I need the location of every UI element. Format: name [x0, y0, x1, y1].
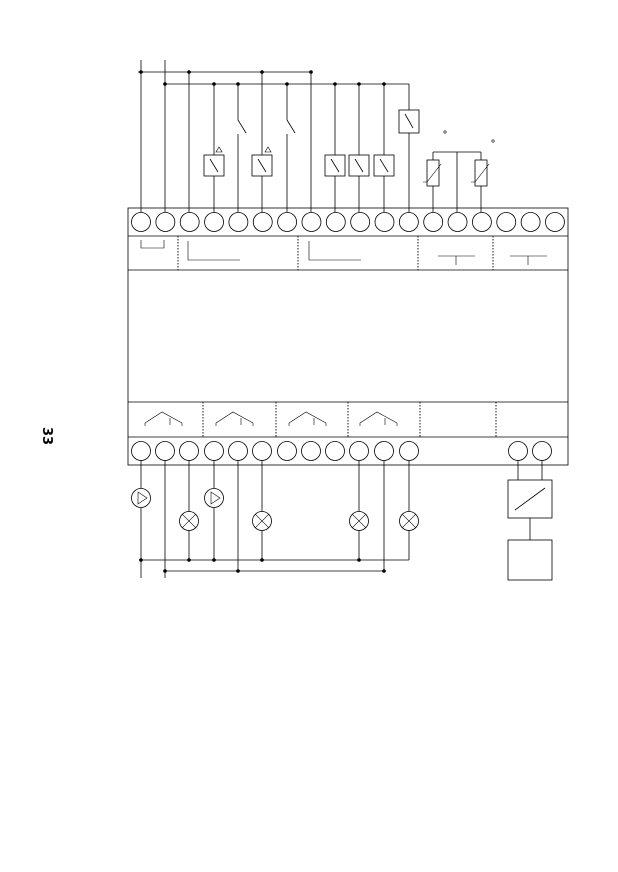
- bottom-right-terminal: [532, 441, 552, 461]
- converter-wiring: [517, 460, 543, 540]
- top-terminal: [374, 212, 395, 232]
- bottom-terminal: [349, 441, 369, 461]
- lamp-icon: [252, 511, 272, 531]
- bottom-wiring: [139, 460, 410, 578]
- top-terminal: [301, 212, 322, 232]
- top-terminal: [496, 212, 517, 232]
- top-terminal: [471, 212, 492, 232]
- thermistor-wiring: [432, 130, 495, 212]
- sensor-box-icon: [251, 146, 273, 177]
- top-terminal: [520, 212, 541, 232]
- bottom-terminal: [155, 441, 175, 461]
- bottom-terminal: [374, 441, 394, 461]
- top-terminal: [228, 212, 249, 232]
- device-box-icon: [507, 539, 553, 581]
- bottom-terminal: [301, 441, 321, 461]
- lamp-icon: [399, 511, 419, 531]
- pump-icon: [131, 488, 151, 508]
- relay-contact-icon: [324, 154, 346, 177]
- bottom-terminal: [228, 441, 248, 461]
- module-body: [127, 207, 569, 466]
- top-terminal-row: [131, 212, 565, 232]
- top-terminal: [179, 212, 200, 232]
- bottom-terminal: [325, 441, 345, 461]
- top-wiring: [138, 60, 410, 212]
- bottom-terminal: [179, 441, 199, 461]
- top-terminal: [277, 212, 298, 232]
- top-terminal: [131, 212, 151, 232]
- thermistor-icon: [423, 159, 442, 187]
- converter-box-icon: [507, 479, 553, 519]
- lamp-icon: [179, 511, 199, 531]
- top-terminal: [204, 212, 224, 232]
- top-terminal: [545, 212, 565, 232]
- top-terminal: [325, 212, 346, 232]
- lower-label-strip: [144, 402, 497, 437]
- bottom-terminal: [277, 441, 297, 461]
- upper-label-strip: [140, 236, 547, 270]
- relay-contact-icon: [373, 154, 395, 177]
- bottom-terminal: [399, 441, 419, 461]
- pump-icon: [204, 488, 224, 508]
- sensor-box-icon: [203, 146, 225, 177]
- bottom-terminal: [131, 441, 151, 461]
- lamp-icon: [349, 511, 369, 531]
- top-terminal: [398, 212, 419, 232]
- top-terminal: [423, 212, 444, 232]
- bottom-terminal: [204, 441, 224, 461]
- top-terminal: [447, 212, 468, 232]
- switch-box-icon: [398, 109, 420, 134]
- bottom-terminal: [252, 441, 272, 461]
- bottom-right-terminal: [508, 441, 528, 461]
- top-terminal: [252, 212, 273, 232]
- top-terminal: [155, 212, 176, 232]
- relay-contact-icon: [348, 154, 370, 177]
- top-terminal: [350, 212, 371, 232]
- bottom-terminal-row: [131, 441, 552, 461]
- thermistor-icon: [471, 159, 490, 187]
